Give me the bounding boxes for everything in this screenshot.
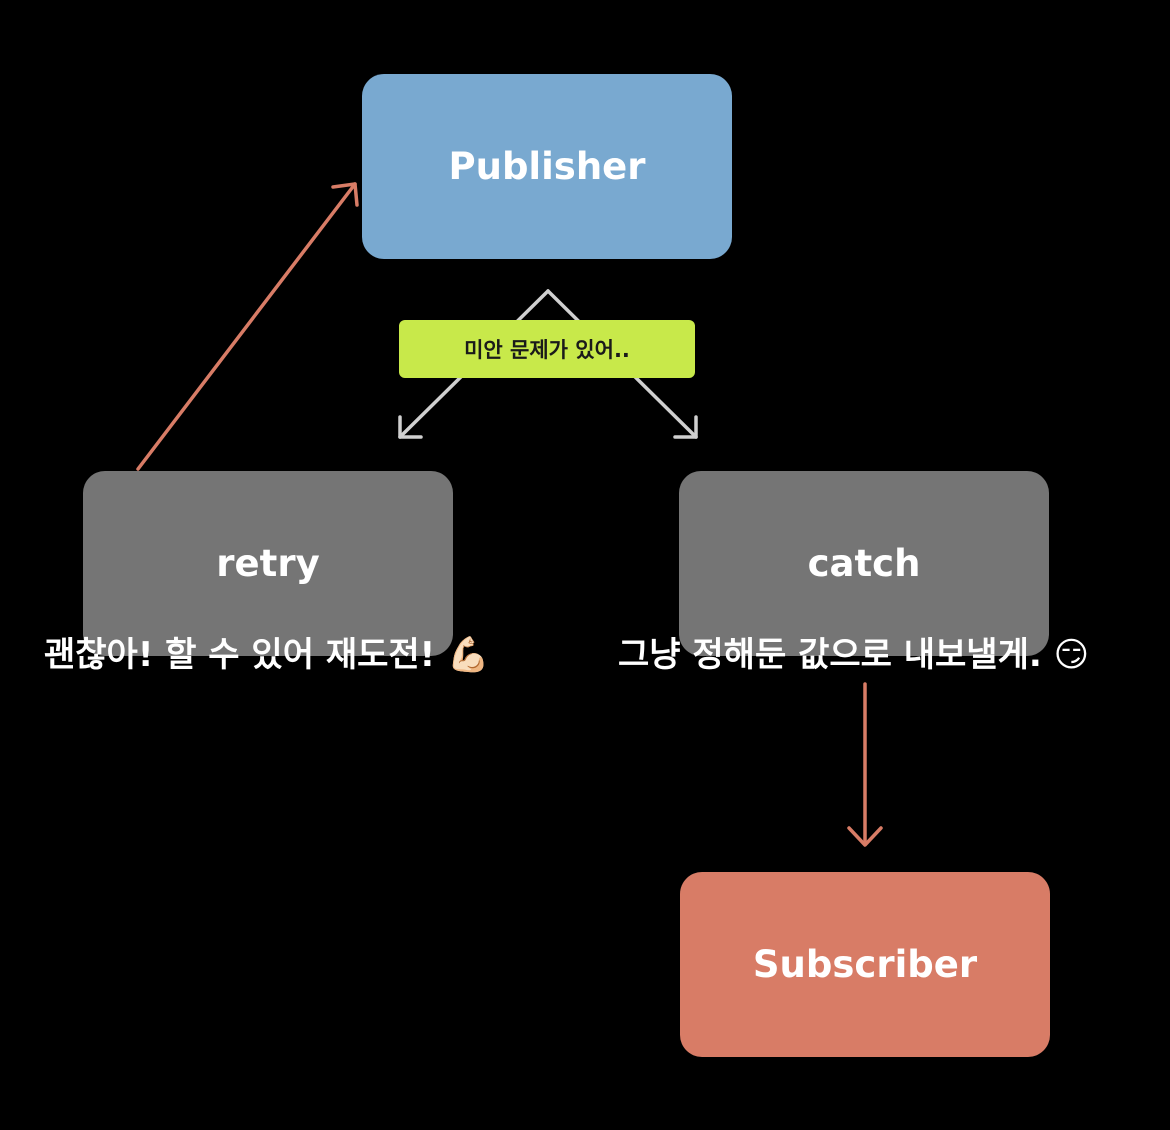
error-badge-label: 미안 문제가 있어..	[464, 338, 630, 362]
retry-arrowhead	[331, 182, 359, 207]
subscriber-label: Subscriber	[752, 943, 978, 986]
publisher-node: Publisher	[362, 74, 732, 259]
subscriber-node: Subscriber	[680, 872, 1050, 1057]
publisher-label: Publisher	[448, 145, 646, 188]
catch-to-subscriber-arrow	[847, 682, 883, 847]
retry-node: retry	[83, 471, 453, 656]
split-arrowhead-to-catch	[673, 415, 698, 439]
split-arrowhead-to-retry	[398, 415, 423, 439]
retry-caption: 괜찮아! 할 수 있어 재도전! 💪🏻	[44, 635, 490, 675]
retry-arrow-line	[136, 182, 357, 471]
retry-label: retry	[216, 542, 320, 585]
catch-node: catch	[679, 471, 1049, 656]
catch-arrowhead	[847, 826, 883, 847]
catch-label: catch	[807, 542, 921, 585]
error-badge: 미안 문제가 있어..	[399, 320, 695, 378]
retry-arrow	[136, 182, 359, 471]
catch-caption: 그냥 정해둔 값으로 내보낼게. 😏	[618, 635, 1090, 675]
